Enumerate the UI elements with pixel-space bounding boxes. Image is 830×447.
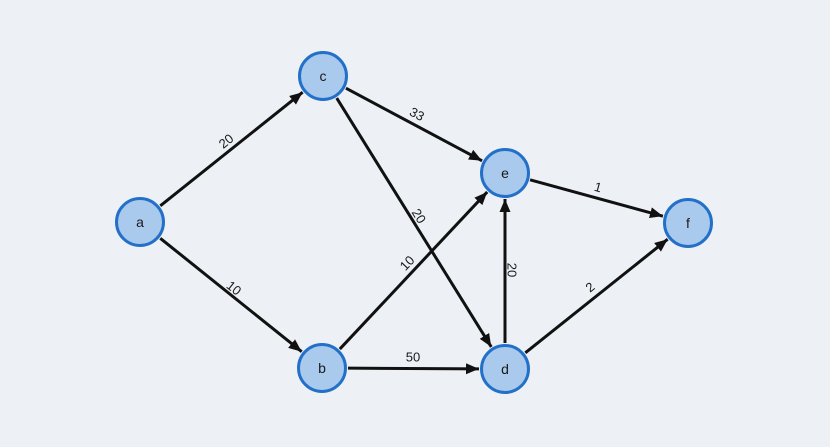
edge-weight-e-f: 1 [593, 179, 604, 195]
node-d[interactable]: d [480, 344, 530, 394]
edge-c-e [345, 86, 483, 163]
edge-a-c [159, 91, 304, 207]
node-e[interactable]: e [480, 148, 530, 198]
node-a[interactable]: a [115, 197, 165, 247]
edge-weight-d-f: 2 [583, 279, 598, 295]
edge-a-b [159, 237, 303, 353]
node-circle-a[interactable] [115, 197, 165, 247]
node-f[interactable]: f [663, 198, 713, 248]
node-circle-c[interactable] [298, 51, 348, 101]
edge-b-d [347, 363, 480, 375]
node-circle-f[interactable] [663, 198, 713, 248]
node-c[interactable]: c [298, 51, 348, 101]
node-circle-b[interactable] [297, 343, 347, 393]
edge-c-d [335, 97, 493, 348]
node-circle-e[interactable] [480, 148, 530, 198]
edge-e-f [529, 178, 664, 219]
edge-weight-d-e: 20 [504, 263, 519, 277]
node-b[interactable]: b [297, 343, 347, 393]
edge-d-f [524, 238, 669, 354]
edge-weight-b-d: 50 [406, 350, 420, 365]
edge-weight-a-b: 10 [224, 278, 245, 299]
edge-weight-c-d: 20 [409, 206, 429, 226]
edge-b-e [338, 190, 489, 351]
edge-weight-c-e: 33 [407, 104, 427, 124]
node-circle-d[interactable] [480, 344, 530, 394]
